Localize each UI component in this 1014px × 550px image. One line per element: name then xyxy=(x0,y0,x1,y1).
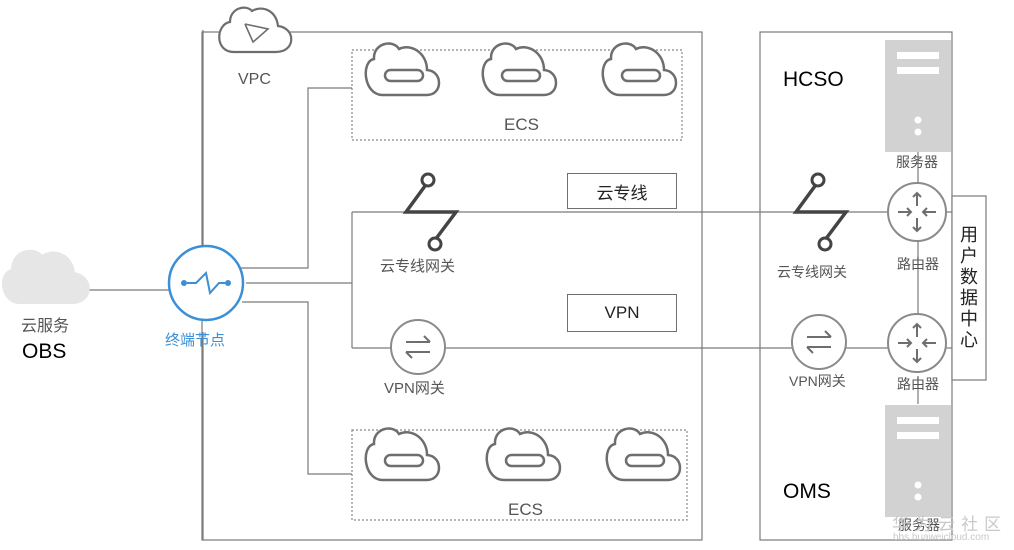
server-bottom-icon xyxy=(885,405,951,517)
vpn-gateway-right-label: VPN网关 xyxy=(789,373,846,389)
obs-label: OBS xyxy=(22,340,67,363)
router-top-icon xyxy=(887,182,947,242)
user-data-center-label: 用 户 数 据 中 心 xyxy=(953,204,985,372)
endpoint-node-icon xyxy=(167,244,245,322)
direct-connect-box: 云专线 xyxy=(567,173,677,209)
router-bottom-label: 路由器 xyxy=(897,376,939,392)
user-dc-char: 数 xyxy=(960,267,978,287)
server-top-icon xyxy=(885,40,951,152)
router-bottom-icon xyxy=(887,313,947,373)
ecs-group-bottom xyxy=(351,429,688,521)
dc-gateway-right-label: 云专线网关 xyxy=(777,264,847,280)
user-dc-char: 心 xyxy=(960,330,978,350)
vpn-gateway-left-icon xyxy=(390,319,446,375)
dc-gateway-left-icon xyxy=(404,172,458,252)
dc-gateway-left-label: 云专线网关 xyxy=(380,258,456,275)
user-dc-char: 用 xyxy=(960,225,978,245)
user-dc-box xyxy=(951,195,987,381)
watermark-url: bbs.huaweicloud.com xyxy=(893,532,990,543)
ecs-bottom-label: ECS xyxy=(508,500,543,519)
server-bottom-label: 服务器 xyxy=(898,517,940,533)
router-top-label: 路由器 xyxy=(897,256,939,272)
watermark-brand: 华为云社区 xyxy=(892,515,1007,534)
vpc-cloud-icon xyxy=(218,6,293,54)
cloud-service-label: 云服务 xyxy=(21,318,70,335)
hcso-label: HCSO xyxy=(783,68,844,91)
server-top-label: 服务器 xyxy=(896,154,938,170)
endpoint-node-label: 终端节点 xyxy=(165,332,226,349)
vpn-box: VPN xyxy=(567,294,677,332)
dc-gateway-right-icon xyxy=(794,172,848,252)
user-dc-char: 据 xyxy=(960,288,978,308)
ecs-top-label: ECS xyxy=(504,115,539,134)
ecs-server-icons-bottom xyxy=(364,427,682,482)
user-dc-char: 中 xyxy=(960,309,978,329)
oms-label: OMS xyxy=(783,480,831,503)
user-dc-char: 户 xyxy=(960,246,978,266)
vpn-gateway-right-icon xyxy=(791,314,847,370)
vpc-label: VPC xyxy=(238,71,271,88)
ecs-server-icons-top xyxy=(364,42,678,97)
vpn-gateway-left-label: VPN网关 xyxy=(384,380,445,397)
cloud-service-icon xyxy=(1,249,90,304)
